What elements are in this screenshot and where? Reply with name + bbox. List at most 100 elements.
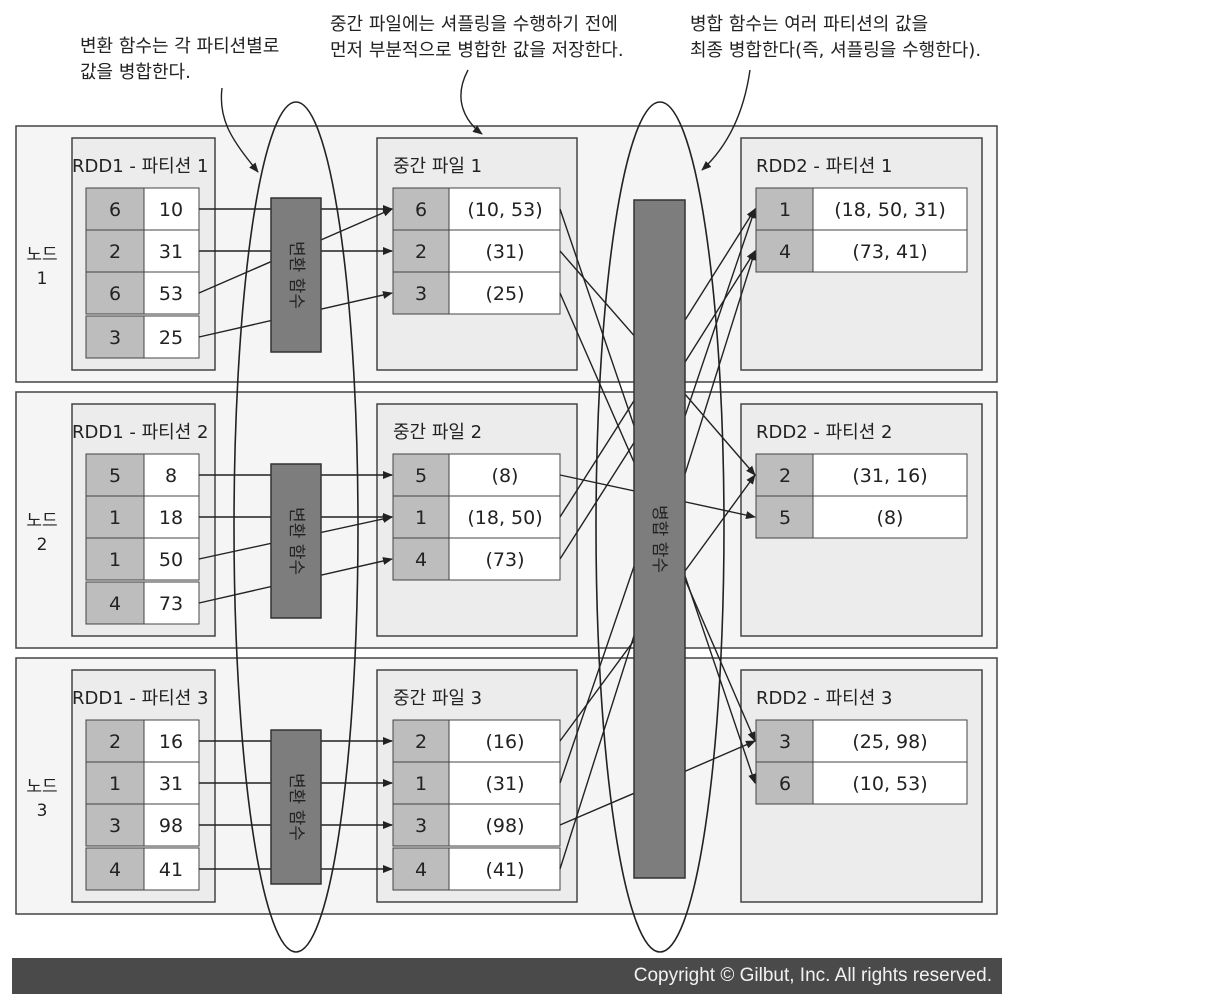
- inter-value-cell: [448, 761, 561, 805]
- rdd2-value-cell: [812, 761, 968, 805]
- rdd2-value-cell: [812, 453, 968, 497]
- rdd2-key-cell: [755, 453, 814, 497]
- rdd1-value-cell: [143, 761, 200, 805]
- rdd1-value: 16: [159, 731, 183, 753]
- rdd1-key: 3: [109, 327, 121, 349]
- inter-key: 4: [415, 549, 427, 571]
- intermediate-file-title: 중간 파일 3: [393, 688, 482, 709]
- rdd2-partition-title: RDD2 - 파티션 3: [756, 688, 892, 709]
- merge-function-bar: [633, 199, 686, 879]
- rdd1-value-cell: [143, 187, 200, 231]
- rdd1-key: 3: [109, 815, 121, 837]
- inter-value-cell: [448, 803, 561, 847]
- rdd2-key: 3: [779, 731, 791, 753]
- rdd2-value: (73, 41): [852, 241, 927, 263]
- rdd1-key-cell: [85, 761, 145, 805]
- inter-value: (73): [485, 549, 524, 571]
- rdd1-partition-title: RDD1 - 파티션 1: [72, 156, 208, 177]
- node-number: 2: [37, 535, 48, 555]
- rdd1-value: 25: [159, 327, 183, 349]
- rdd1-value: 8: [165, 465, 177, 487]
- merge-annotation-line1: 병합 함수는 여러 파티션의 값을: [690, 14, 928, 35]
- inter-value: (98): [485, 815, 524, 837]
- inter-key-cell: [392, 847, 450, 891]
- intermediate-annotation-line1: 중간 파일에는 셔플링을 수행하기 전에: [330, 14, 618, 35]
- inter-key-cell: [392, 803, 450, 847]
- rdd1-value-cell: [143, 495, 200, 539]
- rdd1-value: 10: [159, 199, 183, 221]
- rdd1-key: 2: [109, 241, 121, 263]
- rdd1-value: 41: [159, 859, 183, 881]
- rdd1-key: 1: [109, 773, 121, 795]
- rdd1-key: 6: [109, 283, 121, 305]
- rdd1-value-cell: [143, 229, 200, 273]
- rdd1-key-cell: [85, 847, 145, 891]
- transform-function-box: [270, 197, 322, 353]
- rdd1-value: 31: [159, 241, 183, 263]
- merge-annotation-line2: 최종 병합한다(즉, 셔플링을 수행한다).: [690, 40, 981, 61]
- node-label: 노드: [26, 777, 57, 797]
- inter-value: (31): [485, 773, 524, 795]
- merge-stage-oval: [595, 101, 725, 953]
- transform-function-label: 변환 함수: [286, 773, 306, 841]
- rdd1-value-cell: [143, 453, 200, 497]
- transform-function-box: [270, 463, 322, 619]
- node-label: 노드: [26, 245, 57, 265]
- node-number: 3: [37, 801, 48, 821]
- inter-value: (41): [485, 859, 524, 881]
- intermediate-annotation-pointer: [460, 69, 483, 135]
- node-label: 노드: [26, 511, 57, 531]
- inter-key: 6: [415, 199, 427, 221]
- rdd2-partition-title: RDD2 - 파티션 2: [756, 422, 892, 443]
- rdd1-key: 2: [109, 731, 121, 753]
- merge-annotation-pointer: [701, 69, 751, 171]
- inter-value: (18, 50): [467, 507, 542, 529]
- rdd1-key-cell: [85, 803, 145, 847]
- transform-function-label: 변환 함수: [286, 241, 306, 309]
- inter-key-cell: [392, 187, 450, 231]
- rdd1-value: 50: [159, 549, 183, 571]
- rdd1-key-cell: [85, 719, 145, 763]
- rdd2-value: (8): [877, 507, 904, 529]
- rdd1-key: 1: [109, 507, 121, 529]
- rdd2-value-cell: [812, 187, 968, 231]
- inter-value: (31): [485, 241, 524, 263]
- rdd2-key: 2: [779, 465, 791, 487]
- transform-function-label: 변환 함수: [286, 507, 306, 575]
- rdd2-value-cell: [812, 229, 968, 273]
- inter-key: 1: [415, 773, 427, 795]
- inter-value-cell: [448, 537, 561, 581]
- rdd1-key: 5: [109, 465, 121, 487]
- rdd2-value: (18, 50, 31): [834, 199, 946, 221]
- rdd1-key: 4: [109, 593, 121, 615]
- inter-key-cell: [392, 719, 450, 763]
- inter-value: (16): [485, 731, 524, 753]
- inter-key-cell: [392, 495, 450, 539]
- inter-value-cell: [448, 229, 561, 273]
- inter-key: 3: [415, 283, 427, 305]
- transform-annotation-line2: 값을 병합한다.: [80, 62, 191, 83]
- inter-key: 1: [415, 507, 427, 529]
- rdd2-key-cell: [755, 187, 814, 231]
- transform-annotation-pointer: [220, 87, 259, 173]
- rdd1-value-cell: [143, 315, 200, 359]
- transform-stage-oval: [233, 101, 359, 953]
- intermediate-file-title: 중간 파일 2: [393, 422, 482, 443]
- rdd2-value: (25, 98): [852, 731, 927, 753]
- rdd2-key: 1: [779, 199, 791, 221]
- rdd1-value: 53: [159, 283, 183, 305]
- inter-key: 4: [415, 859, 427, 881]
- rdd2-value-cell: [812, 719, 968, 763]
- copyright-footer: Copyright © Gilbut, Inc. All rights rese…: [12, 958, 1002, 994]
- inter-value-cell: [448, 453, 561, 497]
- rdd1-key: 1: [109, 549, 121, 571]
- inter-key-cell: [392, 271, 450, 315]
- inter-key-cell: [392, 229, 450, 273]
- rdd1-key-cell: [85, 271, 145, 315]
- rdd1-key-cell: [85, 495, 145, 539]
- node-number: 1: [37, 269, 48, 289]
- rdd2-partition-title: RDD2 - 파티션 1: [756, 156, 892, 177]
- rdd2-key-cell: [755, 229, 814, 273]
- inter-value: (8): [492, 465, 519, 487]
